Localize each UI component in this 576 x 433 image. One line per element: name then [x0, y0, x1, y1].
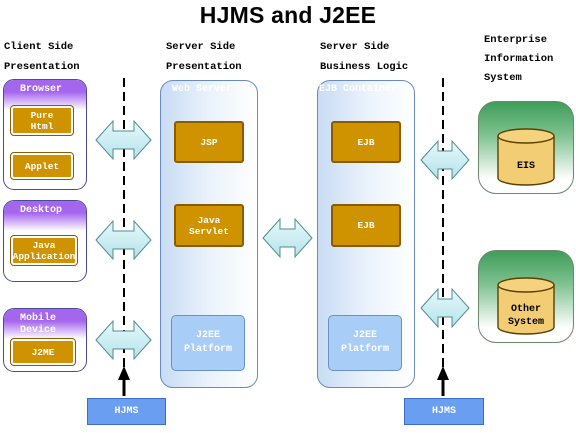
other-system-label: Other System [507, 304, 544, 328]
jsp-box: JSP [174, 121, 244, 163]
ejb-container-title: EJB Container [319, 84, 398, 95]
j2ee-platform-box-ejb: J2EE Platform [328, 315, 402, 371]
desktop-panel-title: Desktop [4, 201, 86, 231]
column-heading-business-logic: Server Side Business Logic [320, 41, 409, 73]
hjms-box-right: HJMS [404, 398, 484, 425]
ejb-box-1: EJB [331, 121, 401, 163]
eis-label: EIS [516, 161, 535, 172]
column-heading-server-presentation: Server Side Presentation [166, 41, 242, 73]
double-arrow-mobile-webserver [95, 319, 152, 361]
column-heading-enterprise: Enterprise Information System [484, 34, 554, 84]
up-arrow-left [118, 366, 130, 396]
java-servlet-box: Java Servlet [174, 204, 244, 247]
other-system-database-icon [497, 277, 555, 335]
double-arrow-ejb-othersystem [420, 287, 470, 329]
diagram-title: HJMS and J2EE [199, 2, 377, 28]
browser-panel-title: Browser [4, 80, 86, 110]
mobile-device-panel-title: Mobile Device [4, 309, 86, 339]
hjms-box-left: HJMS [87, 398, 166, 425]
applet-box: Applet [10, 152, 74, 180]
ejb-box-2: EJB [331, 204, 401, 247]
j2me-box: J2ME [10, 338, 76, 366]
j2ee-platform-box-web: J2EE Platform [171, 315, 245, 371]
double-arrow-browser-webserver [95, 119, 152, 161]
eis-database-icon [497, 128, 555, 186]
double-arrow-webserver-ejb [262, 217, 313, 259]
pure-html-box: Pure Html [10, 105, 74, 136]
double-arrow-desktop-webserver [95, 219, 152, 261]
java-application-box: Java Application [10, 235, 78, 266]
up-arrow-right [437, 366, 449, 396]
column-heading-client: Client Side Presentation [4, 41, 80, 73]
web-server-title: Web Server [172, 84, 233, 95]
double-arrow-ejb-eis [420, 139, 470, 181]
